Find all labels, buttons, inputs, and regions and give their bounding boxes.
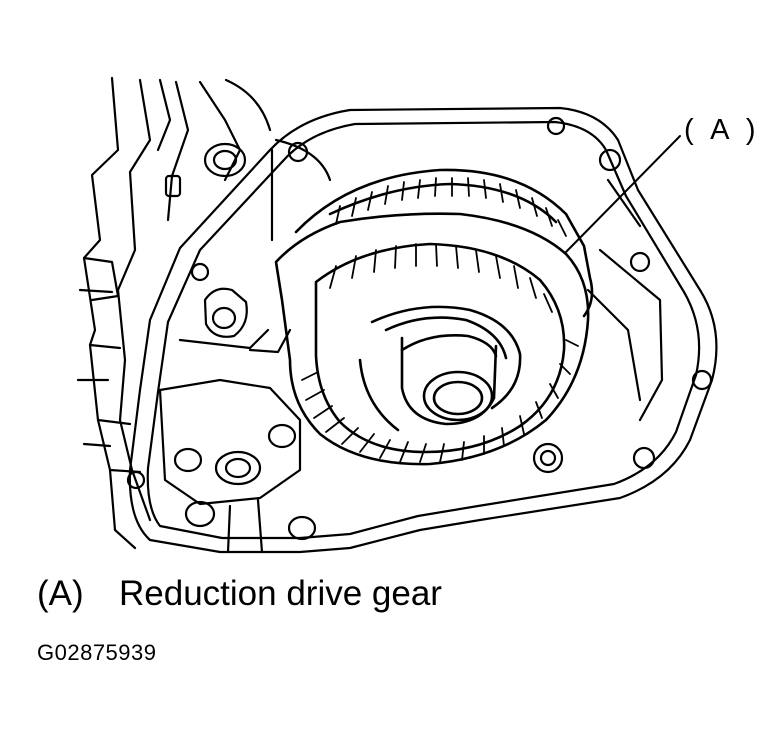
legend-label: Reduction drive gear: [119, 574, 442, 613]
lower-bosses: [158, 287, 317, 554]
callout-leader-line: [565, 135, 681, 253]
transmission-case-illustration: [76, 76, 718, 554]
reduction-drive-gear: [274, 168, 594, 466]
figure-code: G02875939: [37, 640, 157, 665]
case-flange: [126, 106, 718, 554]
legend-tag: (A): [37, 574, 84, 613]
callout-label-a: ( A ): [684, 114, 761, 146]
legend-item-a: (A) Reduction drive gear: [37, 574, 442, 614]
housing-left-casting: [76, 76, 272, 550]
